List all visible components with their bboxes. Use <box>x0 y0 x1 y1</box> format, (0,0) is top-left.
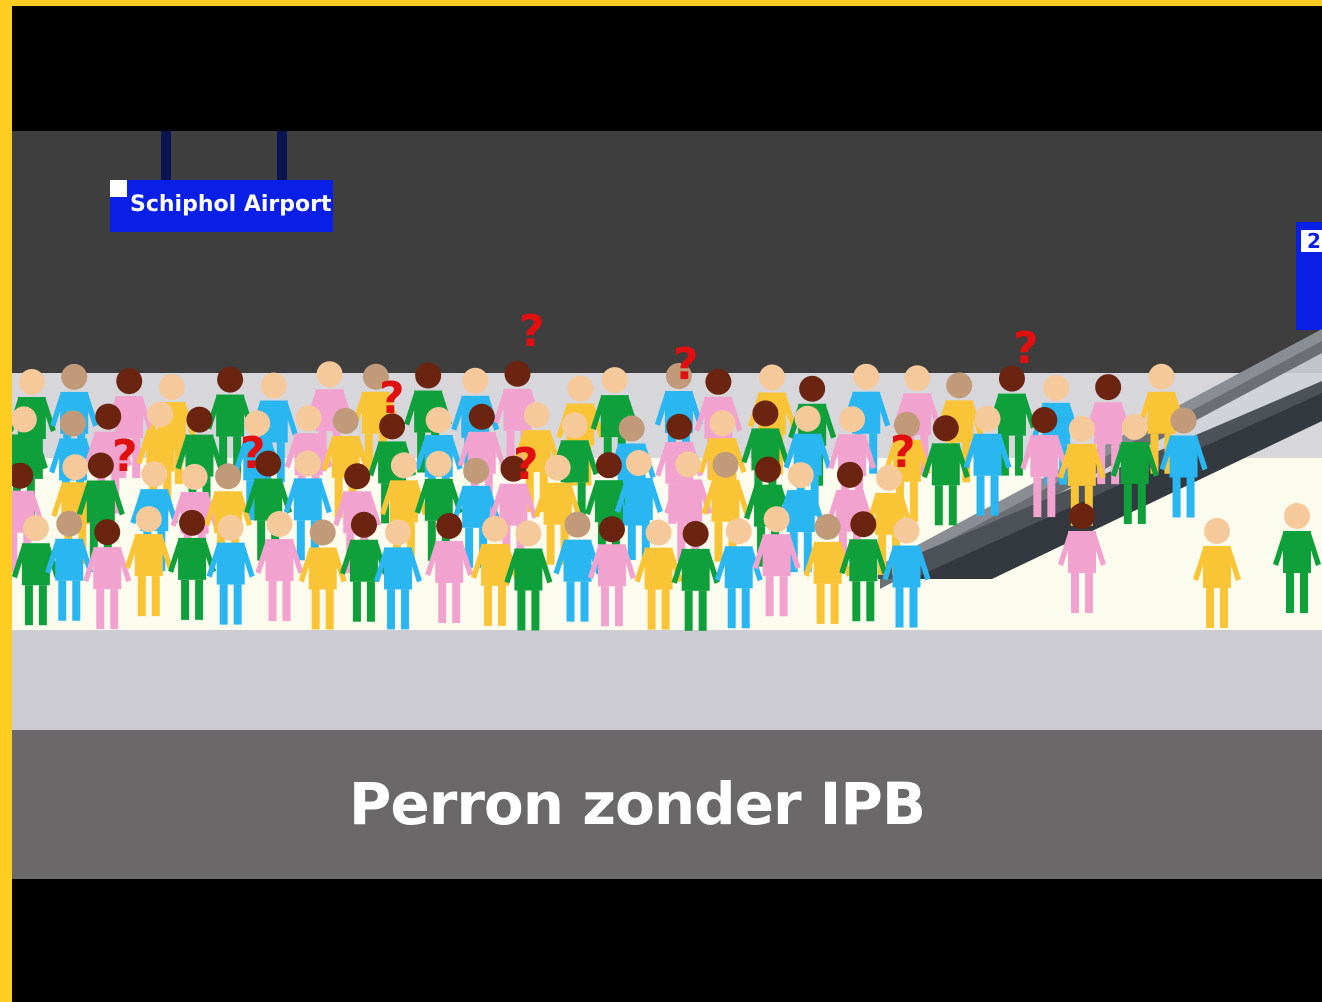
person-icon <box>553 511 602 622</box>
person-icon <box>12 515 60 626</box>
frame-border-left <box>0 0 12 1002</box>
question-mark-icon: ? <box>379 373 405 424</box>
person-icon <box>425 512 474 623</box>
crowd-people <box>12 360 1321 631</box>
question-mark-icon: ? <box>112 431 138 482</box>
caption-text: Perron zonder IPB <box>348 770 926 838</box>
question-mark-icon: ? <box>673 339 699 390</box>
person-icon <box>45 510 94 621</box>
person-icon <box>1193 518 1241 628</box>
person-icon <box>752 506 801 617</box>
person-icon <box>255 511 304 622</box>
person-icon <box>701 451 750 562</box>
question-mark-icon: ? <box>240 428 266 479</box>
person-icon <box>803 513 852 624</box>
person-icon <box>168 509 217 620</box>
person-icon <box>298 519 347 630</box>
person-icon <box>105 368 154 479</box>
person-icon <box>244 450 293 561</box>
platform-number-sign: 2 <box>1296 222 1322 330</box>
station-wall <box>12 131 1322 373</box>
person-icon <box>512 402 561 513</box>
person-icon <box>671 520 720 631</box>
person-icon <box>1020 407 1069 518</box>
station-name: Schiphol Airport <box>130 192 332 217</box>
person-icon <box>1159 407 1208 518</box>
person-icon <box>921 415 970 526</box>
question-mark-icon: ? <box>1013 323 1039 374</box>
person-icon <box>1273 503 1321 613</box>
person-icon <box>587 516 636 627</box>
person-icon <box>1110 413 1159 524</box>
station-sign-icon <box>110 180 127 197</box>
platform-number: 2 <box>1301 230 1322 252</box>
person-icon <box>882 517 931 628</box>
person-icon <box>1058 503 1106 613</box>
station-sign: Schiphol Airport <box>110 180 333 232</box>
caption-band: Perron zonder IPB <box>12 730 1322 879</box>
platform-scene: Schiphol Airport 2 ???????? Perron zonde… <box>12 131 1322 879</box>
question-marks: ???????? <box>112 306 1039 490</box>
question-mark-icon: ? <box>890 427 916 478</box>
person-icon <box>963 405 1012 516</box>
person-icon <box>504 520 553 631</box>
crowd-illustration: ???????? <box>12 306 1322 631</box>
person-icon <box>83 519 132 630</box>
sign-pole-right <box>277 131 287 180</box>
person-icon <box>206 514 255 625</box>
person-icon <box>865 464 914 575</box>
person-icon <box>206 366 255 477</box>
person-icon <box>839 511 888 622</box>
person-icon <box>339 511 388 622</box>
person-icon <box>634 519 683 630</box>
person-icon <box>374 519 423 630</box>
person-icon <box>414 450 463 561</box>
sign-pole-left <box>161 131 171 180</box>
person-icon <box>614 450 663 561</box>
person-icon <box>379 452 428 563</box>
person-icon <box>124 506 173 617</box>
question-mark-icon: ? <box>513 439 539 490</box>
track-area <box>12 630 1322 730</box>
question-mark-icon: ? <box>519 306 545 357</box>
frame-border-top <box>0 0 1322 6</box>
